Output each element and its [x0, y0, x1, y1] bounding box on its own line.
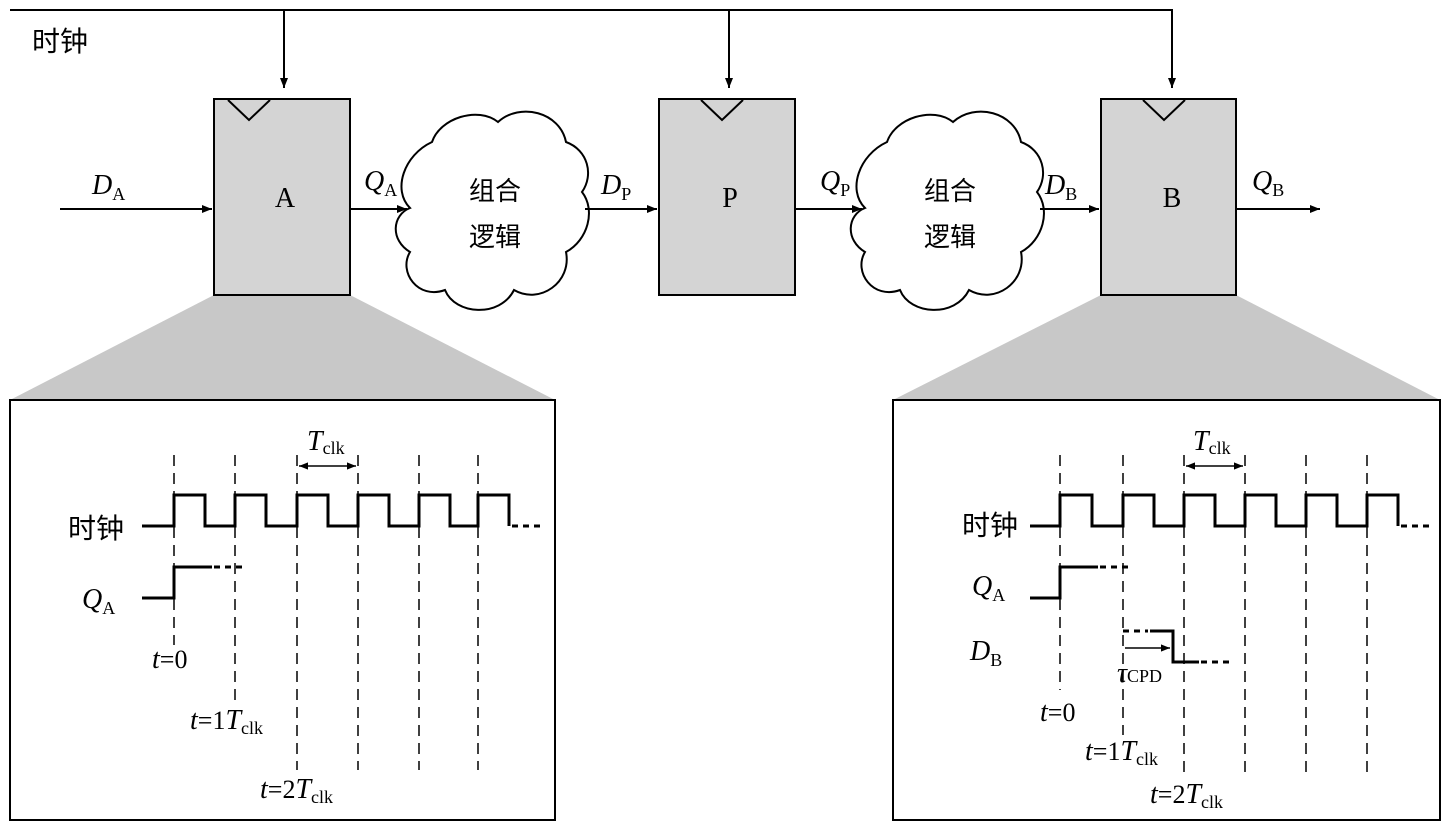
right-period-label: Tclk	[1193, 426, 1231, 458]
left-qa-waveform	[142, 565, 212, 600]
timing-panel-left: Tclk 时钟 QA t=0 t=1Tclk t=2Tclk	[9, 399, 556, 821]
register-a: A	[213, 98, 351, 296]
label-qp: QP	[820, 166, 850, 200]
register-p: P	[658, 98, 796, 296]
left-period-label: Tclk	[307, 426, 345, 458]
right-db-waveform	[1150, 629, 1199, 664]
register-b-label: B	[1163, 183, 1182, 214]
zoom-fan-left	[10, 295, 555, 400]
left-t0-label: t=0	[152, 644, 187, 675]
clock-bus	[10, 9, 1176, 88]
left-qa-label: QA	[82, 584, 115, 618]
left-t2-label: t=2Tclk	[260, 774, 333, 807]
left-t1-label: t=1Tclk	[190, 705, 263, 738]
logic-cloud-1-line2: 逻辑	[469, 223, 521, 253]
right-delay-marker: τCPD	[1117, 644, 1170, 689]
right-clock-label: 时钟	[962, 509, 1018, 542]
right-t0-label: t=0	[1040, 697, 1075, 728]
right-qa-waveform	[1030, 565, 1098, 600]
right-t1-label: t=1Tclk	[1085, 736, 1158, 769]
timing-panel-right: Tclk 时钟 QA DB τCPD t=0 t=1Tclk t=2Tclk	[892, 399, 1441, 821]
logic-cloud-2: 组合 逻辑	[849, 110, 1045, 311]
label-dp: DP	[600, 170, 631, 204]
right-qa-label: QA	[972, 571, 1005, 605]
left-clock-label: 时钟	[68, 512, 124, 545]
logic-cloud-2-line1: 组合	[924, 177, 976, 207]
left-period-marker: Tclk	[299, 426, 356, 470]
clock-label: 时钟	[32, 25, 88, 58]
right-clock-waveform	[1030, 493, 1400, 528]
register-p-label: P	[722, 183, 738, 214]
logic-cloud-1: 组合 逻辑	[394, 110, 590, 311]
register-a-label: A	[275, 183, 296, 214]
label-qb: QB	[1252, 166, 1284, 200]
label-db: DB	[1044, 170, 1077, 204]
left-clock-waveform	[142, 493, 511, 528]
right-db-label: DB	[969, 636, 1002, 670]
zoom-fan-right	[893, 295, 1440, 400]
logic-cloud-2-line2: 逻辑	[924, 223, 976, 253]
label-qa: QA	[364, 166, 397, 200]
logic-cloud-1-line1: 组合	[469, 177, 521, 207]
right-delay-label: τCPD	[1117, 658, 1162, 689]
label-da: DA	[91, 170, 125, 204]
right-t2-label: t=2Tclk	[1150, 779, 1223, 812]
register-b: B	[1100, 98, 1237, 296]
right-period-marker: Tclk	[1186, 426, 1243, 470]
